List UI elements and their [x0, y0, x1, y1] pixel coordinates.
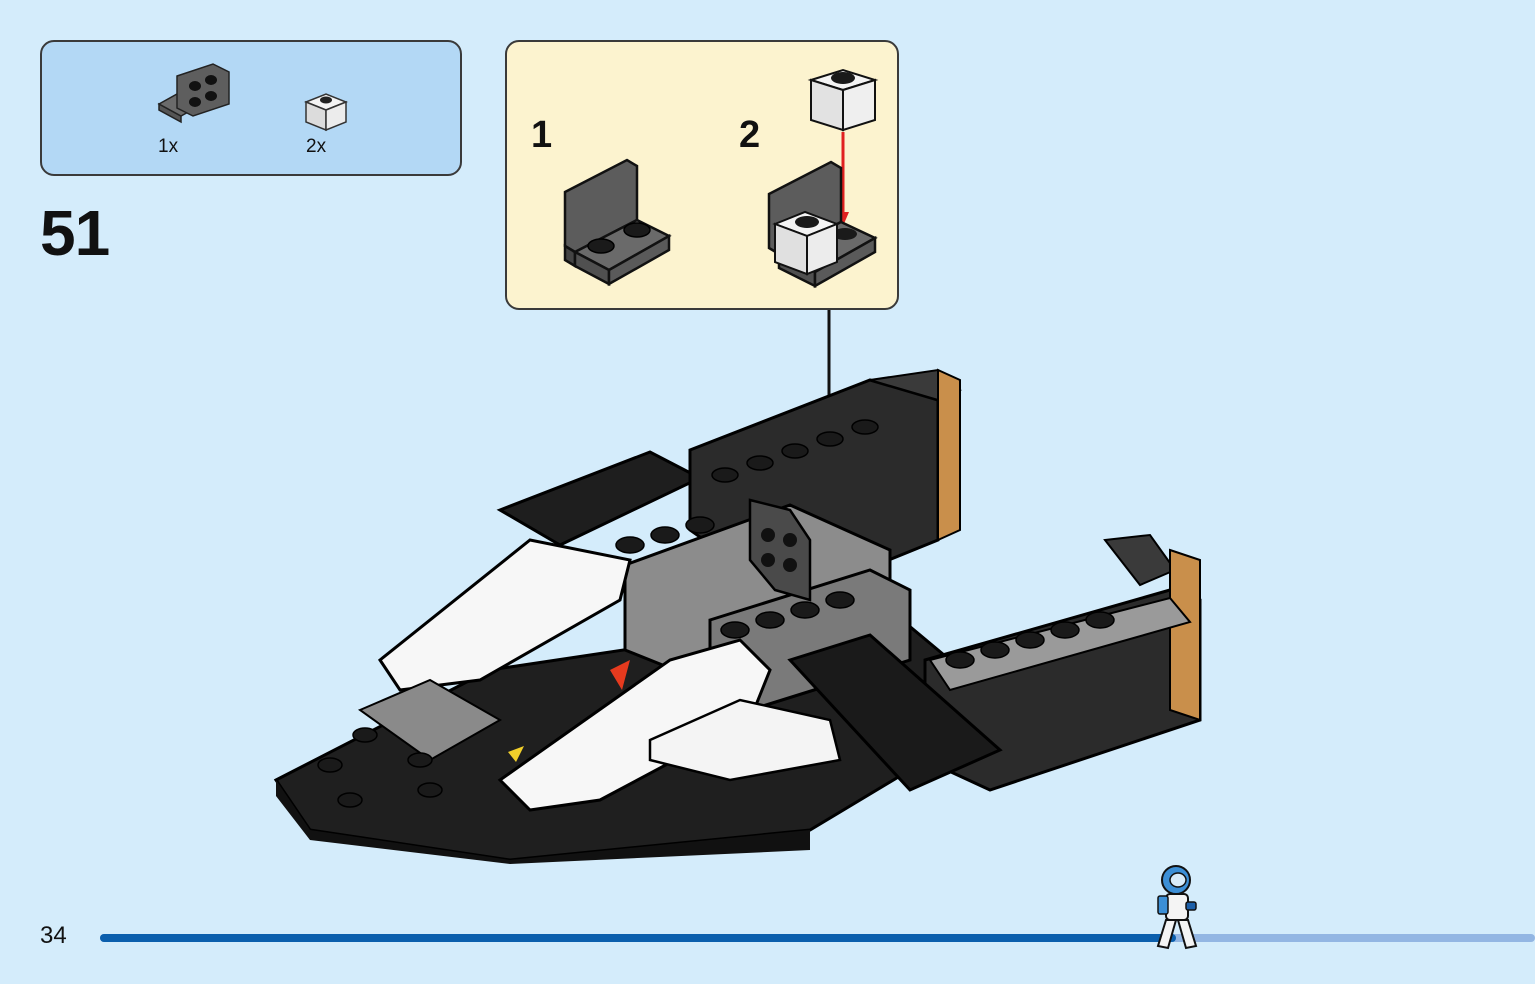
bracket-with-white-brick-icon — [767, 68, 879, 289]
spaceship-model-illustration — [273, 368, 1202, 864]
dark-gray-bracket-plate-icon — [157, 63, 230, 124]
progress-bar — [100, 934, 1535, 942]
page-number: 34 — [40, 922, 67, 949]
bracket-plate-icon — [563, 158, 672, 287]
parts-list-box: 1x 2x — [40, 40, 462, 176]
progress-bar-fill — [100, 934, 1177, 942]
sub-step-number-2: 2 — [739, 114, 761, 156]
sub-assembly-box: 1 2 — [505, 40, 899, 310]
white-brick-1x1-icon — [303, 93, 349, 132]
sub-step-number-1: 1 — [531, 114, 553, 156]
astronaut-progress-marker-icon — [1156, 865, 1198, 950]
step-number: 51 — [40, 197, 110, 269]
part-quantity-1: 1x — [158, 136, 179, 157]
part-quantity-2: 2x — [306, 136, 327, 157]
